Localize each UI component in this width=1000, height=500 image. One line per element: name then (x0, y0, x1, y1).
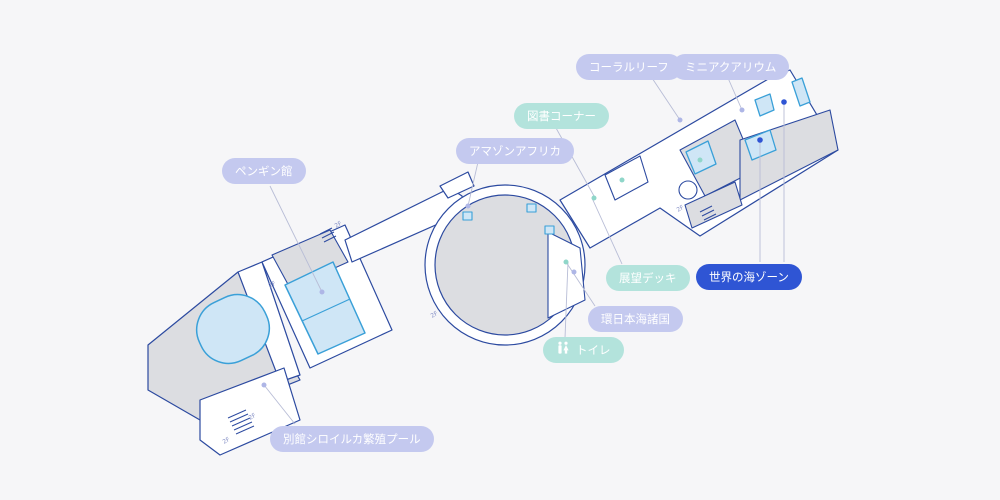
label-text: ミニアクアリウム (685, 60, 777, 74)
exhibit-dots (261, 107, 745, 388)
world-ocean-dots (757, 99, 787, 143)
floor-marker: 2F (676, 204, 686, 214)
label-mini-aquarium[interactable]: ミニアクアリウム (672, 54, 790, 80)
annex-building (147, 261, 301, 456)
label-text: コーラルリーフ (589, 60, 669, 74)
penguin-building (261, 224, 393, 369)
floor-marker: 2F (430, 310, 440, 320)
floor-marker: 2F (268, 280, 278, 290)
label-world-ocean-zone[interactable]: 世界の海ゾーン (696, 264, 802, 290)
main-hall (424, 184, 586, 346)
label-text: ペンギン館 (235, 164, 293, 178)
floor-marker: 2F (248, 412, 258, 422)
label-text: 別館シロイルカ繁殖プール (283, 432, 421, 446)
toilet-icon (556, 338, 570, 364)
label-text: 環日本海諸国 (601, 312, 670, 326)
label-library-corner[interactable]: 図書コーナー (514, 103, 609, 129)
label-annex-beluga-pool[interactable]: 別館シロイルカ繁殖プール (270, 426, 434, 452)
label-text: 図書コーナー (527, 109, 596, 123)
facility-dots (563, 157, 703, 265)
label-observation-deck[interactable]: 展望デッキ (606, 265, 690, 291)
label-text: 展望デッキ (619, 271, 677, 285)
label-text: アマゾンアフリカ (469, 144, 561, 158)
label-sea-of-japan-countries[interactable]: 環日本海諸国 (588, 306, 683, 332)
label-text: トイレ (576, 343, 611, 357)
label-coral-reef[interactable]: コーラルリーフ (576, 54, 682, 80)
floor-marker: 2F (334, 220, 344, 230)
label-toilet[interactable]: トイレ (543, 337, 624, 363)
label-text: 世界の海ゾーン (709, 270, 789, 284)
label-amazon-africa[interactable]: アマゾンアフリカ (456, 138, 574, 164)
floor-marker: 2F (222, 436, 232, 446)
label-penguin-hall[interactable]: ペンギン館 (222, 158, 306, 184)
